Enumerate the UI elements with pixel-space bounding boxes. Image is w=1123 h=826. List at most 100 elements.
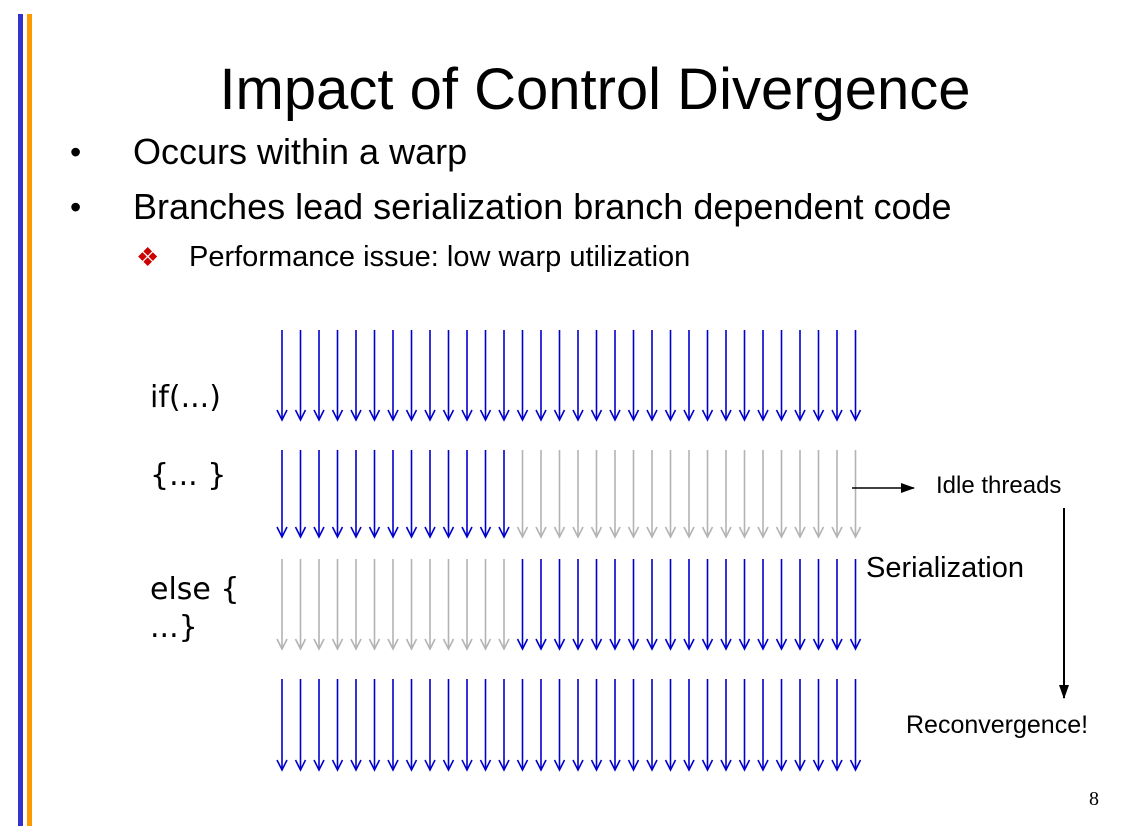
idle-thread-arrow	[294, 559, 307, 651]
active-thread-arrow	[627, 679, 640, 772]
active-thread-arrow	[775, 330, 788, 422]
active-thread-arrow	[738, 559, 751, 651]
bullet-marker: •	[70, 189, 82, 225]
idle-thread-arrow	[535, 450, 547, 539]
active-thread-arrow	[442, 679, 455, 772]
active-thread-arrow	[387, 679, 399, 772]
active-thread-arrow	[350, 330, 362, 422]
active-thread-arrow	[738, 679, 751, 772]
active-thread-arrow	[720, 559, 732, 651]
idle-thread-arrow	[701, 450, 714, 539]
idle-thread-arrow	[849, 450, 862, 539]
active-thread-arrow	[331, 450, 344, 539]
active-thread-arrow	[424, 450, 436, 539]
idle-thread-arrow	[276, 559, 288, 651]
active-thread-arrow	[276, 330, 288, 422]
active-thread-arrow	[590, 559, 603, 651]
active-thread-arrow	[313, 679, 325, 772]
active-thread-arrow	[590, 679, 603, 772]
bullet-2: Branches lead serialization branch depen…	[133, 186, 952, 227]
active-thread-arrow	[683, 330, 695, 422]
active-thread-arrow	[535, 330, 547, 422]
active-thread-arrow	[794, 330, 806, 422]
serialization-label: Serialization	[866, 552, 1024, 584]
active-thread-arrow	[368, 679, 381, 772]
active-thread-arrow	[387, 330, 399, 422]
active-thread-arrow	[276, 679, 288, 772]
idle-thread-arrow	[646, 450, 658, 539]
idle-thread-arrow	[405, 559, 418, 651]
sub-bullet: Performance issue: low warp utilization	[189, 241, 691, 273]
active-thread-arrow	[516, 559, 529, 651]
idle-thread-arrow	[331, 559, 344, 651]
active-thread-arrow	[794, 679, 806, 772]
active-thread-arrow	[313, 330, 325, 422]
idle-thread-arrow	[757, 450, 769, 539]
idle-thread-arrow	[498, 559, 510, 651]
active-thread-arrow	[609, 559, 621, 651]
active-thread-arrow	[424, 679, 436, 772]
active-thread-arrow	[683, 679, 695, 772]
active-thread-arrow	[572, 559, 584, 651]
active-thread-arrow	[701, 679, 714, 772]
active-thread-arrow	[553, 330, 566, 422]
active-thread-arrow	[553, 559, 566, 651]
active-thread-arrow	[405, 679, 418, 772]
idle-thread-arrow	[738, 450, 751, 539]
active-thread-arrow	[516, 679, 529, 772]
idle-thread-arrow	[664, 450, 677, 539]
active-thread-arrow	[646, 330, 658, 422]
active-thread-arrow	[757, 679, 769, 772]
idle-thread-arrow	[350, 559, 362, 651]
idle-thread-arrow	[442, 559, 455, 651]
idle-thread-arrow	[794, 450, 806, 539]
active-thread-arrow	[812, 330, 825, 422]
idle-thread-arrow	[313, 559, 325, 651]
active-thread-arrow	[775, 679, 788, 772]
idle-thread-arrow	[461, 559, 473, 651]
idle-thread-arrow	[609, 450, 621, 539]
active-thread-arrow	[516, 330, 529, 422]
active-thread-arrow	[442, 330, 455, 422]
slide-title: Impact of Control Divergence	[219, 57, 971, 122]
active-thread-arrow	[387, 450, 399, 539]
bullet-marker: •	[70, 134, 82, 170]
idle-thread-arrow	[720, 450, 732, 539]
active-thread-arrow	[331, 330, 344, 422]
active-thread-arrow	[535, 559, 547, 651]
active-thread-arrow	[461, 679, 473, 772]
active-thread-arrow	[313, 450, 325, 539]
active-thread-arrow	[609, 679, 621, 772]
active-thread-arrow	[627, 559, 640, 651]
active-thread-arrow	[646, 559, 658, 651]
active-thread-arrow	[683, 559, 695, 651]
active-thread-arrow	[590, 330, 603, 422]
active-thread-arrow	[461, 450, 473, 539]
active-thread-arrow	[831, 330, 843, 422]
active-thread-arrow	[498, 450, 510, 539]
active-thread-arrow	[350, 679, 362, 772]
active-thread-arrow	[535, 679, 547, 772]
active-thread-arrow	[572, 330, 584, 422]
active-thread-arrow	[812, 679, 825, 772]
active-thread-arrow	[479, 679, 492, 772]
idle-thread-arrow	[553, 450, 566, 539]
active-thread-arrow	[294, 330, 307, 422]
active-thread-arrow	[831, 679, 843, 772]
active-thread-arrow	[609, 330, 621, 422]
active-thread-arrow	[276, 450, 288, 539]
idle-thread-arrow	[831, 450, 843, 539]
idle-thread-arrow	[627, 450, 640, 539]
active-thread-arrow	[627, 330, 640, 422]
idle-thread-arrow	[812, 450, 825, 539]
active-thread-arrow	[405, 450, 418, 539]
idle-thread-arrow	[572, 450, 584, 539]
code-else: else {	[150, 572, 240, 607]
active-thread-arrow	[368, 330, 381, 422]
active-thread-arrow	[405, 330, 418, 422]
active-thread-arrow	[646, 679, 658, 772]
active-thread-arrow	[775, 559, 788, 651]
active-thread-arrow	[294, 450, 307, 539]
idle-thread-arrow	[368, 559, 381, 651]
